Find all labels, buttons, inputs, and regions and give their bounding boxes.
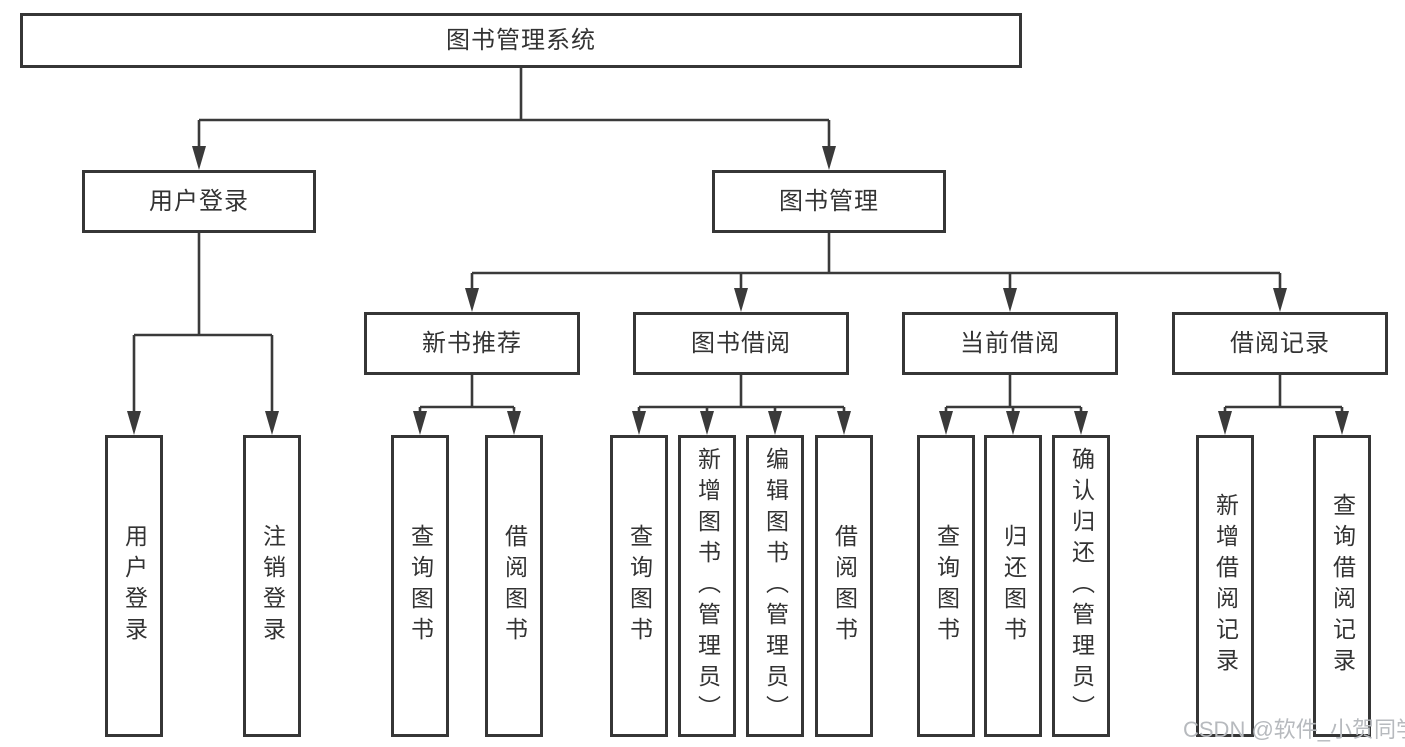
leaf-logout: 注销登录 (243, 435, 301, 737)
leaf-query-borrow-record: 查询借阅记录 (1313, 435, 1371, 737)
arrowheads (127, 146, 1349, 435)
node-root-library-management-system: 图书管理系统 (20, 13, 1022, 68)
node-borrowing-records: 借阅记录 (1172, 312, 1388, 375)
leaf-query-books-borrowing: 查询图书 (610, 435, 668, 737)
connector-lines (132, 68, 1344, 414)
leaf-confirm-return-admin: 确认归还（管理员） (1052, 435, 1110, 737)
leaf-add-books-admin: 新增图书（管理员） (678, 435, 736, 737)
csdn-watermark: CSDN @软件_小贺同学 (1183, 717, 1405, 742)
leaf-edit-books-admin: 编辑图书（管理员） (746, 435, 804, 737)
node-book-management: 图书管理 (712, 170, 946, 233)
leaf-query-books-current: 查询图书 (917, 435, 975, 737)
leaf-return-books: 归还图书 (984, 435, 1042, 737)
leaf-borrow-books-recommend: 借阅图书 (485, 435, 543, 737)
node-new-book-recommend: 新书推荐 (364, 312, 580, 375)
leaf-user-login: 用户登录 (105, 435, 163, 737)
leaf-add-borrow-record: 新增借阅记录 (1196, 435, 1254, 737)
node-current-borrowing: 当前借阅 (902, 312, 1118, 375)
leaf-borrow-books: 借阅图书 (815, 435, 873, 737)
node-user-login: 用户登录 (82, 170, 316, 233)
node-book-borrowing: 图书借阅 (633, 312, 849, 375)
leaf-query-books-recommend: 查询图书 (391, 435, 449, 737)
